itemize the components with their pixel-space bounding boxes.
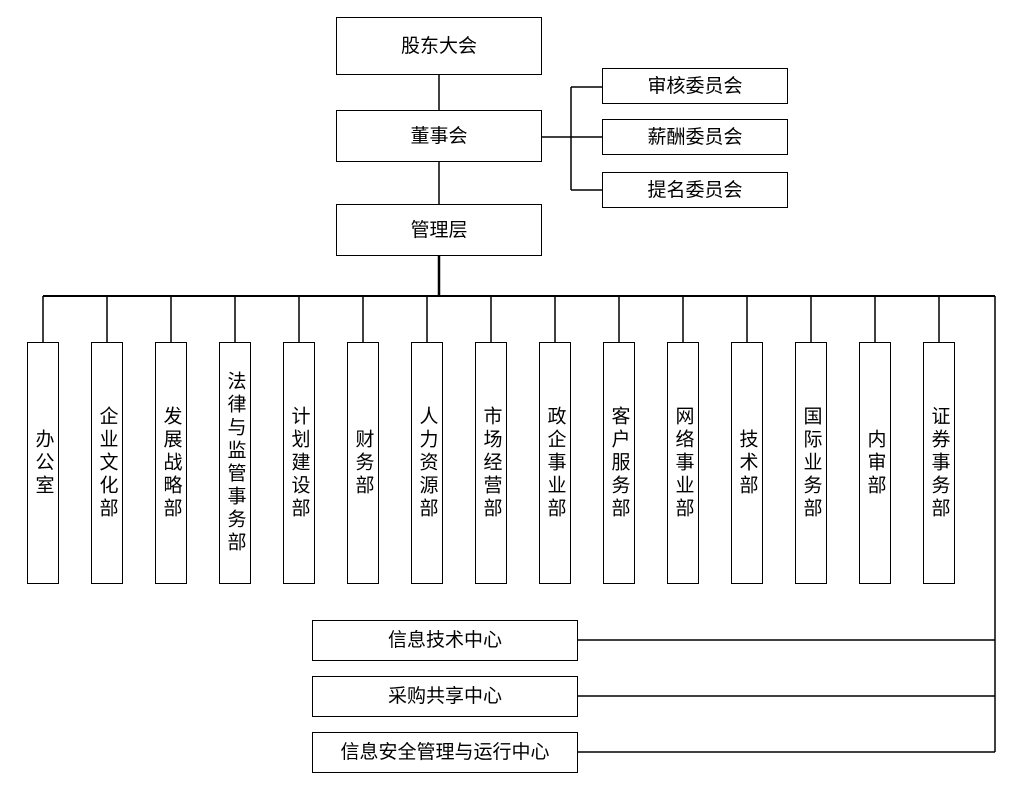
node-dept-human-resources: 人力资源部 [411, 342, 443, 584]
node-center-info-security: 信息安全管理与运行中心 [312, 732, 578, 773]
node-dept-planning-construction: 计划建设部 [283, 342, 315, 584]
node-center-procurement: 采购共享中心 [312, 676, 578, 717]
node-dept-internal-audit: 内审部 [859, 342, 891, 584]
node-dept-technology: 技术部 [731, 342, 763, 584]
node-dept-legal-regulatory: 法律与监管事务部 [219, 342, 251, 584]
node-committee-nomination: 提名委员会 [602, 172, 788, 208]
node-dept-customer-service: 客户服务部 [603, 342, 635, 584]
node-dept-international-business: 国际业务部 [795, 342, 827, 584]
node-shareholders-meeting: 股东大会 [336, 17, 542, 75]
node-board-of-directors: 董事会 [336, 110, 542, 162]
node-dept-marketing: 市场经营部 [475, 342, 507, 584]
node-committee-compensation: 薪酬委员会 [602, 119, 788, 155]
node-dept-office: 办公室 [27, 342, 59, 584]
node-committee-audit: 审核委员会 [602, 68, 788, 104]
node-dept-corporate-culture: 企业文化部 [91, 342, 123, 584]
node-dept-finance: 财务部 [347, 342, 379, 584]
node-dept-securities-affairs: 证券事务部 [923, 342, 955, 584]
node-dept-network-business: 网络事业部 [667, 342, 699, 584]
node-management: 管理层 [336, 204, 542, 256]
node-dept-development-strategy: 发展战略部 [155, 342, 187, 584]
node-dept-government-enterprise: 政企事业部 [539, 342, 571, 584]
node-center-it: 信息技术中心 [312, 620, 578, 661]
